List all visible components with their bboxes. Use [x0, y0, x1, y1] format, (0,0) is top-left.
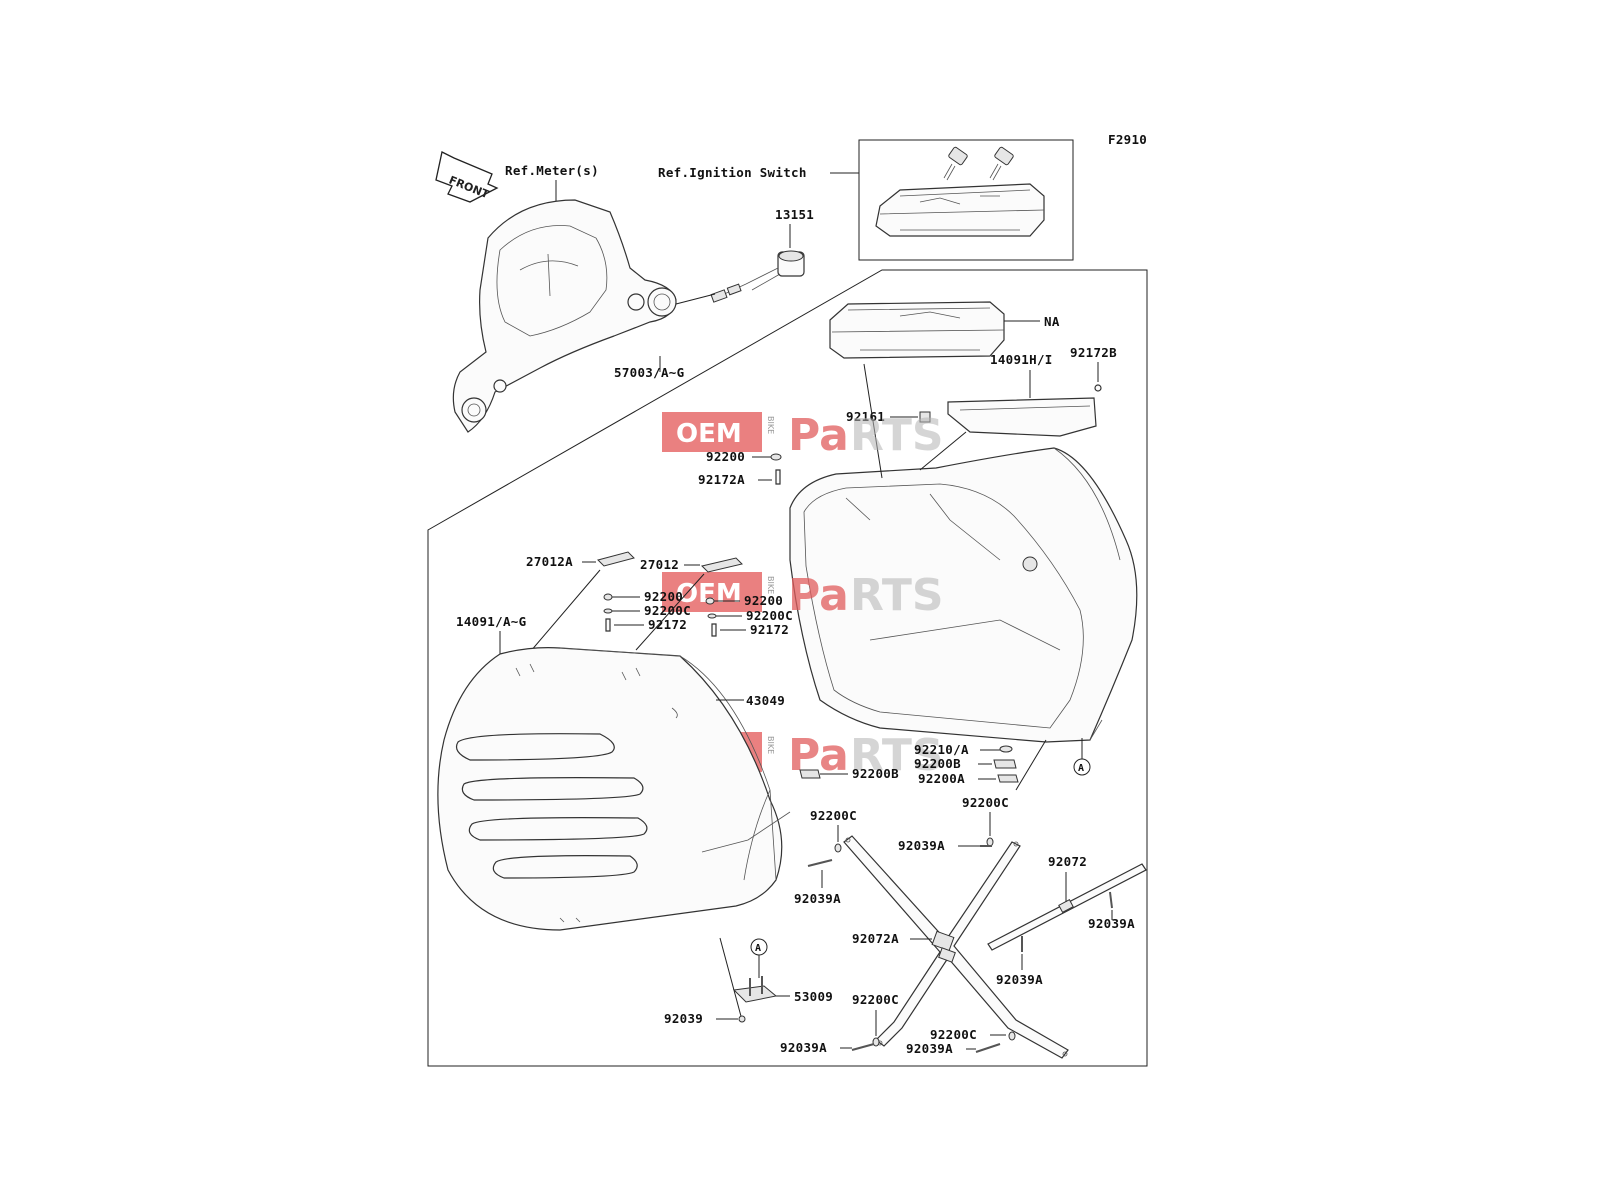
- part-92200b-mid: 92200B: [852, 766, 899, 781]
- saddlebag-lid: [437, 647, 791, 931]
- audio-unit-na: [829, 301, 1005, 359]
- part-92200b-right: 92200B: [914, 756, 961, 771]
- figure-code: F2910: [1108, 132, 1147, 147]
- front-arrow-icon: FRONT: [435, 151, 499, 203]
- part-92039: 92039: [664, 1011, 703, 1026]
- svg-text:RTS: RTS: [850, 570, 944, 621]
- strap-92072: [987, 863, 1147, 951]
- part-92039a-f: 92039A: [906, 1041, 953, 1056]
- part-92172b: 92172B: [1070, 345, 1117, 360]
- svg-text:Pa: Pa: [788, 410, 849, 461]
- svg-text:Pa: Pa: [788, 570, 849, 621]
- meter-housing: [452, 199, 677, 433]
- part-92039a-a: 92039A: [898, 838, 945, 853]
- part-92039a-e: 92039A: [780, 1040, 827, 1055]
- part-92172a: 92172A: [698, 472, 745, 487]
- svg-text:BIKE: BIKE: [766, 576, 775, 594]
- ignition-key-icon: [943, 146, 1014, 181]
- part-14091-a-g: 14091/A~G: [456, 614, 526, 629]
- part-53009: 53009: [794, 989, 833, 1004]
- part-13151: 13151: [775, 207, 814, 222]
- part-27012a: 27012A: [526, 554, 573, 569]
- power-socket: [710, 250, 805, 303]
- svg-text:RTS: RTS: [850, 730, 944, 781]
- assembly-boundary: [427, 269, 1148, 1067]
- part-92039a-b: 92039A: [794, 891, 841, 906]
- ref-meter-label: Ref.Meter(s): [505, 163, 599, 178]
- part-92039a-d: 92039A: [996, 972, 1043, 987]
- part-57003-a-g: 57003/A~G: [614, 365, 684, 380]
- svg-text:BIKE: BIKE: [766, 416, 775, 434]
- part-92200c-right: 92200C: [746, 608, 793, 623]
- part-92200c-c: 92200C: [852, 992, 899, 1007]
- ignition-switch-box: [858, 139, 1074, 261]
- part-92210-a: 92210/A: [914, 742, 969, 757]
- svg-text:RTS: RTS: [850, 410, 944, 461]
- strap-92072a: [843, 835, 1069, 1059]
- svg-text:A: A: [755, 943, 761, 954]
- part-na: NA: [1044, 314, 1060, 329]
- svg-text:A: A: [1078, 763, 1084, 774]
- callout-a-right: A: [1073, 738, 1091, 776]
- part-27012: 27012: [640, 557, 679, 572]
- lid-trim-14091hi: [947, 397, 1097, 437]
- part-92039a-c: 92039A: [1088, 916, 1135, 931]
- part-92200c-left: 92200C: [644, 603, 691, 618]
- part-92200c-a: 92200C: [810, 808, 857, 823]
- watermark-top: OEM BIKE Pa RTS: [662, 410, 944, 461]
- svg-text:BIKE: BIKE: [766, 736, 775, 754]
- ref-ignition-label: Ref.Ignition Switch: [658, 165, 807, 180]
- part-92072a: 92072A: [852, 931, 899, 946]
- part-92200a: 92200A: [918, 771, 965, 786]
- part-43049: 43049: [746, 693, 785, 708]
- part-14091h-i: 14091H/I: [990, 352, 1053, 367]
- watermark-middle: OEM BIKE Pa RTS: [662, 570, 944, 621]
- part-92172-left: 92172: [648, 617, 687, 632]
- part-92200c-b: 92200C: [962, 795, 1009, 810]
- callout-a-left: A: [750, 938, 768, 978]
- part-92200-right: 92200: [744, 593, 783, 608]
- part-92200-left: 92200: [644, 589, 683, 604]
- part-92200c-d: 92200C: [930, 1027, 977, 1042]
- part-92172-right: 92172: [750, 622, 789, 637]
- right-saddlebag-case: [789, 447, 1138, 743]
- part-92200-top: 92200: [706, 449, 745, 464]
- hinge-plate-27012: [701, 557, 743, 573]
- part-92161: 92161: [846, 409, 885, 424]
- hinge-plate-27012a: [597, 551, 635, 567]
- svg-text:OEM: OEM: [676, 419, 742, 449]
- ignition-switch-unit: [875, 183, 1045, 237]
- bracket-53009: [732, 976, 778, 1003]
- part-92072: 92072: [1048, 854, 1087, 869]
